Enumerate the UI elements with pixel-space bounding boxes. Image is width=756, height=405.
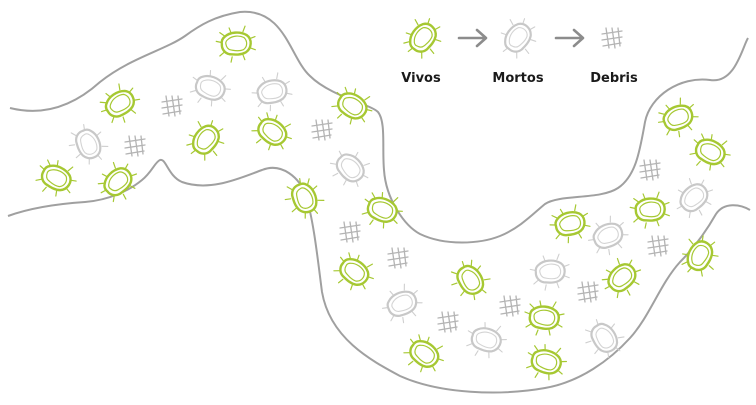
dead-bacterium-icon	[323, 141, 378, 195]
debris-mesh-icon	[437, 311, 459, 333]
debris-mesh-icon	[339, 221, 361, 243]
legend-label-debris: Debris	[590, 71, 638, 86]
vessel-wall-bottom	[7, 158, 751, 394]
live-bacterium-icon	[358, 187, 407, 233]
live-bacterium-icon	[397, 10, 449, 65]
live-bacterium-icon	[397, 328, 452, 380]
dead-bacterium-icon	[62, 117, 114, 171]
debris-mesh-icon	[499, 295, 521, 317]
live-bacterium-icon	[31, 154, 82, 203]
live-bacterium-icon	[278, 171, 330, 226]
debris-mesh-icon	[387, 247, 409, 269]
live-bacterium-icon	[180, 112, 232, 167]
legend-label-alive: Vivos	[401, 71, 441, 86]
debris-mesh-icon	[601, 27, 623, 49]
dead-bacterium-icon	[581, 210, 635, 262]
live-bacterium-icon	[327, 246, 382, 298]
live-bacterium-icon	[213, 22, 260, 66]
live-bacterium-icon	[545, 199, 596, 248]
dead-bacterium-icon	[577, 311, 631, 366]
dead-bacterium-icon	[247, 68, 298, 116]
legend: Vivos Mortos Debris	[397, 10, 638, 86]
vessel-wall-top	[9, 10, 749, 244]
live-bacterium-icon	[93, 76, 148, 131]
live-bacterium-icon	[523, 299, 566, 337]
debris-mesh-icon	[124, 135, 146, 157]
debris-mesh-icon	[647, 235, 669, 257]
live-bacterium-icon	[523, 340, 570, 384]
live-bacterium-icon	[685, 128, 736, 177]
right-arrow-icon	[554, 28, 585, 48]
dead-bacterium-icon	[492, 11, 544, 65]
debris-mesh-icon	[577, 281, 599, 303]
live-bacterium-icon	[627, 188, 674, 232]
dead-bacterium-icon	[463, 318, 510, 362]
live-bacterium-icon	[443, 253, 498, 308]
live-bacterium-icon	[595, 250, 650, 305]
right-arrow-icon	[457, 28, 488, 48]
dead-bacterium-icon	[375, 278, 429, 330]
legend-label-dead: Mortos	[492, 71, 543, 86]
live-bacterium-icon	[651, 92, 706, 144]
debris-mesh-icon	[161, 95, 183, 117]
live-bacterium-icon	[245, 106, 300, 158]
dead-bacterium-icon	[667, 170, 721, 225]
debris-mesh-icon	[639, 159, 661, 181]
debris-mesh-icon	[311, 119, 333, 141]
dead-bacterium-icon	[186, 65, 235, 111]
dead-bacterium-icon	[527, 250, 574, 294]
